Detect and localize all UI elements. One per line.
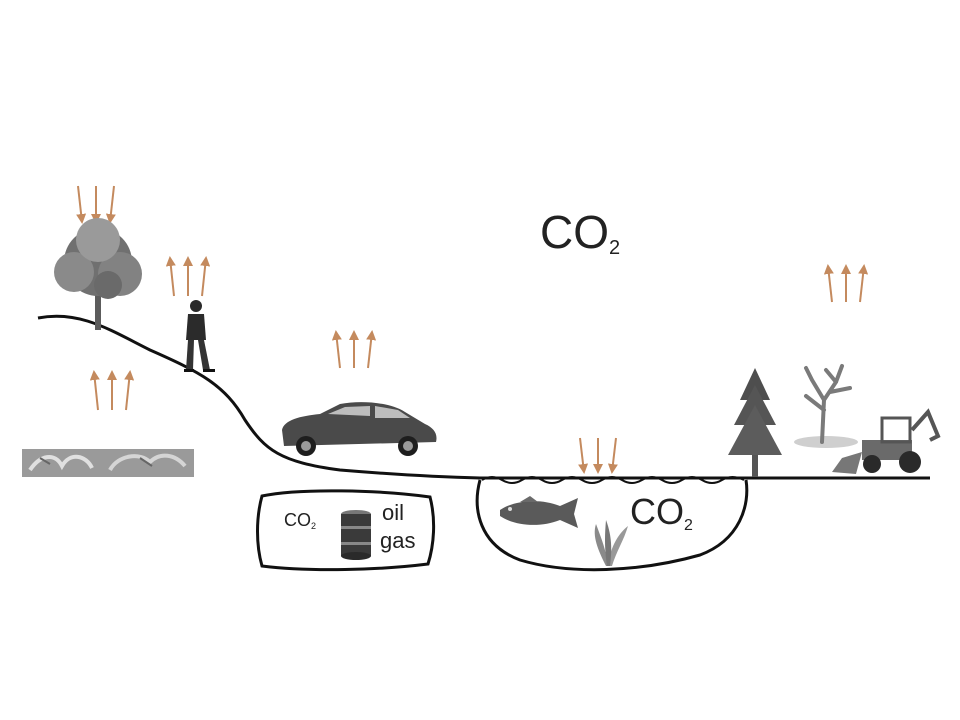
ocean-co2-label: CO2: [630, 491, 693, 534]
fossil-fuel-reservoir: [256, 489, 436, 572]
fossil-rock-icon: [22, 449, 194, 477]
atmosphere-co2-main: CO: [540, 206, 609, 258]
arrow-up-land-use-emission: [858, 264, 869, 303]
car-icon: [282, 402, 437, 456]
ocean-surface-waves: [481, 476, 745, 484]
ground-line: [37, 314, 930, 480]
ocean-basin: [475, 479, 749, 572]
backhoe-icon: [832, 408, 941, 474]
arrow-up-fossil-release: [124, 370, 135, 411]
arrow-down-tree-uptake: [76, 185, 87, 224]
reservoir-co2-sub: 2: [311, 521, 316, 531]
arrow-down-tree-uptake: [105, 185, 116, 224]
reservoir-co2-label: CO2: [284, 510, 316, 531]
arrow-down-ocean-uptake: [607, 437, 618, 474]
arrow-up-car-emission: [331, 330, 342, 369]
fish-icon: [500, 496, 578, 528]
pine-tree-icon: [728, 368, 782, 477]
arrow-up-car-emission: [366, 330, 377, 369]
tree-icon: [54, 218, 142, 330]
gas-label: gas: [380, 528, 415, 553]
atmosphere-co2-label: CO2: [540, 206, 620, 259]
atmosphere-co2-sub: 2: [609, 237, 620, 259]
arrow-up-respiration: [165, 256, 176, 297]
ocean-co2-main: CO: [630, 491, 684, 532]
person-icon: [184, 300, 215, 372]
oil-barrel-icon: [341, 510, 371, 560]
arrow-up-respiration: [200, 256, 211, 297]
oil-label: oil: [382, 500, 404, 525]
seaweed-icon: [594, 520, 628, 566]
arrow-up-land-use-emission: [823, 264, 834, 303]
reservoir-co2-main: CO: [284, 510, 311, 530]
arrow-up-fossil-release: [89, 370, 100, 411]
arrow-group: [76, 185, 869, 474]
ocean-co2-sub: 2: [684, 517, 693, 534]
dead-tree-icon: [794, 364, 858, 448]
arrow-down-ocean-uptake: [578, 437, 589, 474]
